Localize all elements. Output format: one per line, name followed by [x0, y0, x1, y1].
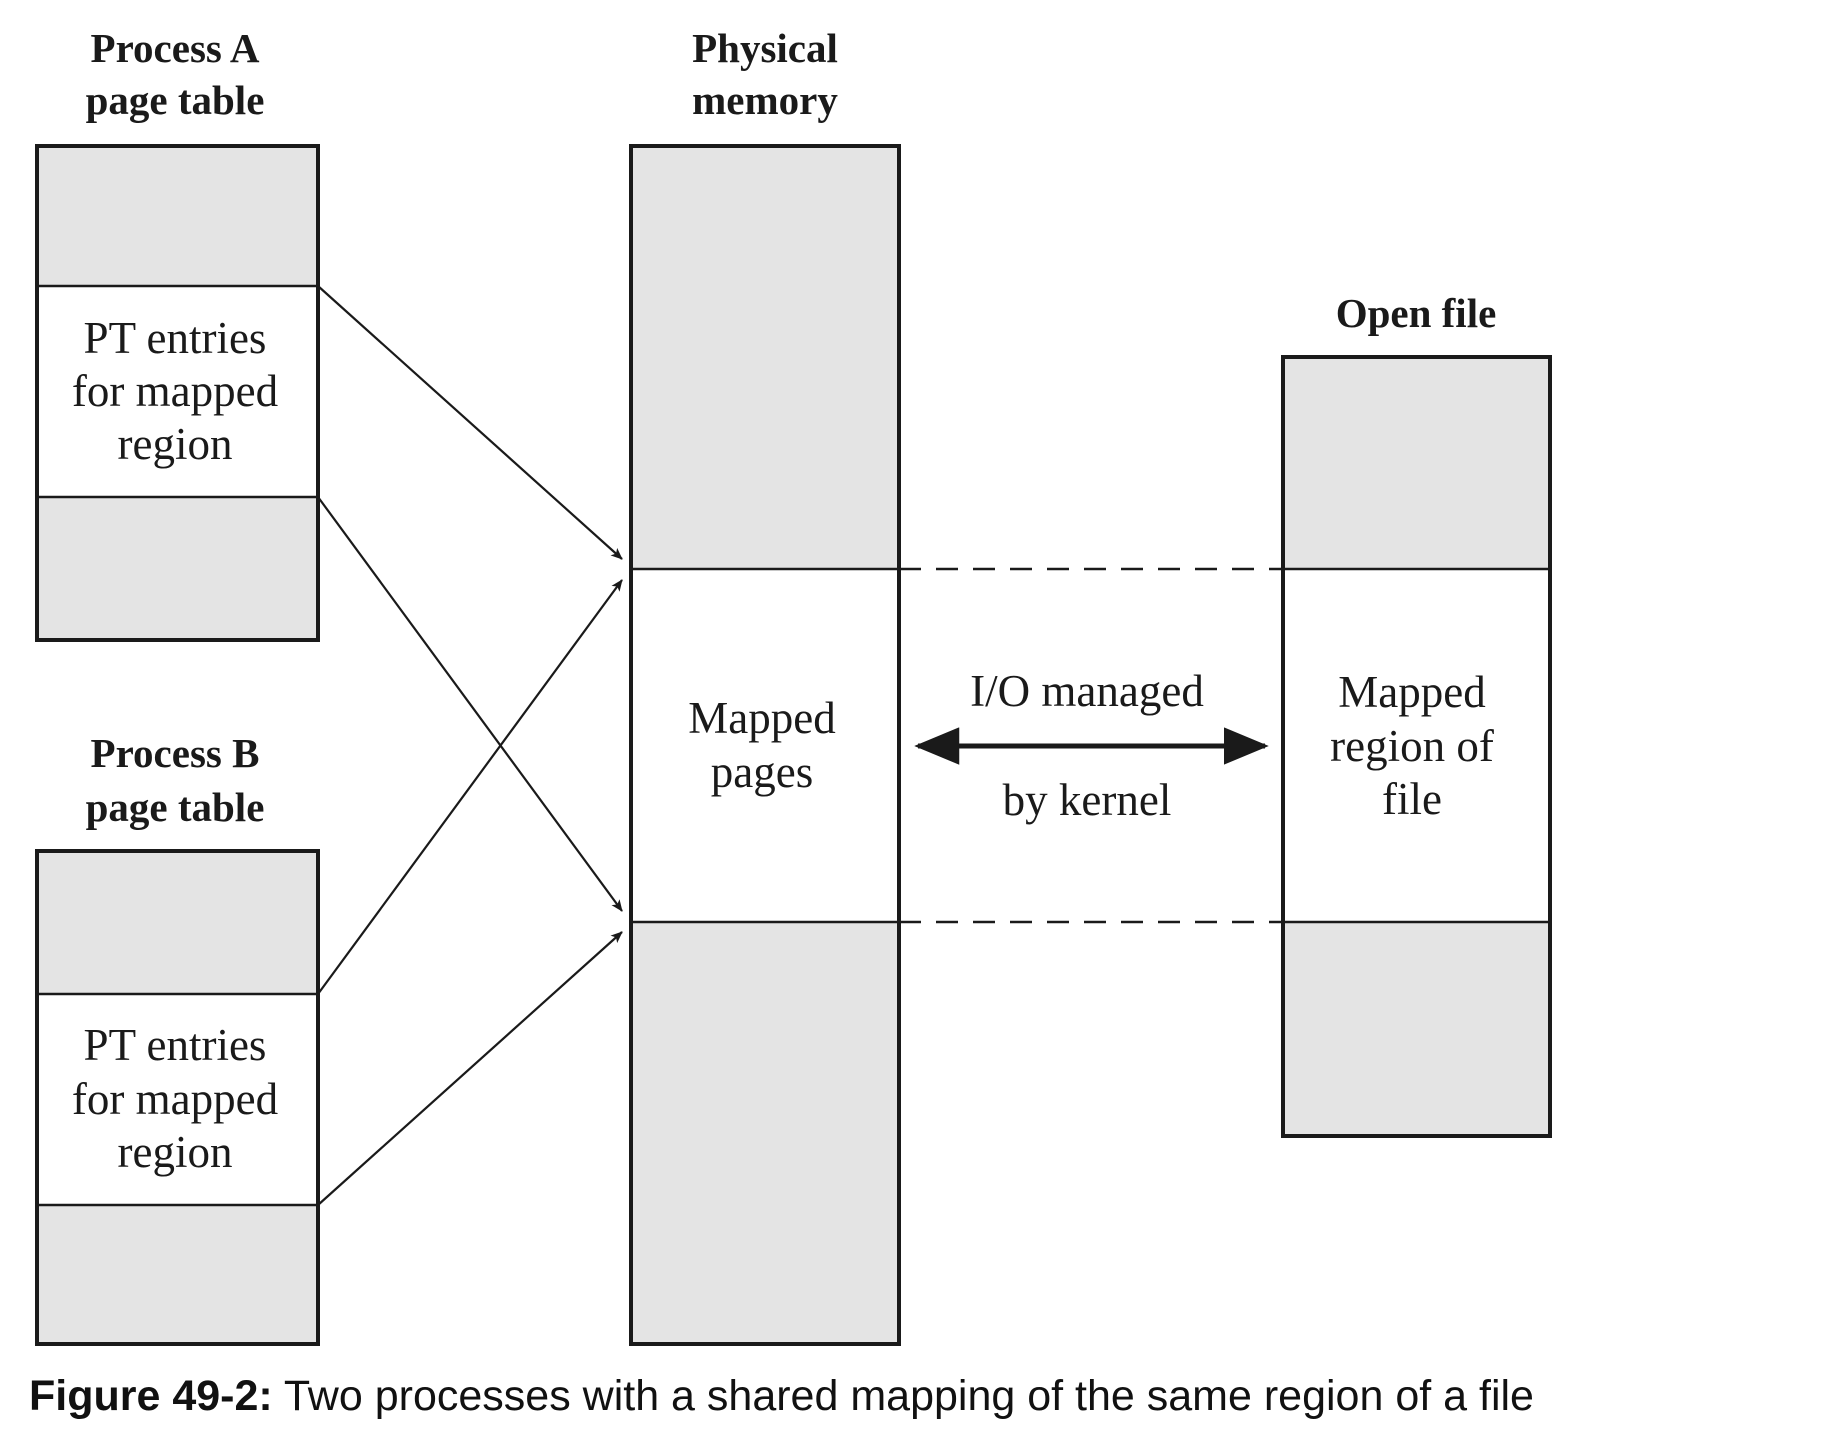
- process-b-heading-line1: Process B: [91, 730, 260, 776]
- arrow-process-a-bottom-to-memory: [317, 496, 623, 912]
- open-file-region-line3: file: [1382, 774, 1442, 824]
- process-b-lower-entries: [37, 1205, 318, 1344]
- physical-memory-outline: [629, 144, 901, 1346]
- physical-memory-heading-line1: Physical: [692, 25, 838, 71]
- physical-memory-mapped-pages: [631, 569, 899, 922]
- open-file-lower: [1283, 922, 1550, 1136]
- physical-memory-heading-line2: memory: [692, 77, 838, 123]
- process-b-outline: [35, 849, 320, 1346]
- process-b-region-line1: PT entries: [84, 1020, 267, 1070]
- process-a-outline: [35, 144, 320, 642]
- physical-memory: Physical memory Mapped pages: [629, 25, 901, 1346]
- open-file-region-line1: Mapped: [1338, 667, 1485, 717]
- io-label-line1: I/O managed: [970, 666, 1204, 716]
- open-file-heading: Open file: [1336, 290, 1497, 336]
- open-file-region-line2: region of: [1330, 721, 1494, 771]
- process-b-region-line3: region: [118, 1127, 233, 1177]
- open-file-outline: [1281, 355, 1552, 1138]
- figure-caption-label: Figure 49-2:: [29, 1372, 273, 1420]
- open-file-mapped-region: [1283, 569, 1550, 922]
- physical-memory-lower: [631, 922, 899, 1344]
- open-file-upper: [1283, 357, 1550, 569]
- io-label-line2: by kernel: [1003, 775, 1172, 825]
- process-b-page-table: Process B page table PT entries for mapp…: [35, 730, 320, 1346]
- process-a-heading-line2: page table: [86, 77, 265, 123]
- process-a-heading-line1: Process A: [91, 25, 260, 71]
- arrow-process-b-bottom-to-memory: [317, 931, 623, 1206]
- figure-caption: Figure 49-2: Two processes with a shared…: [29, 1372, 1534, 1421]
- process-b-region-line2: for mapped: [72, 1074, 278, 1124]
- process-a-mapped-entries: [37, 286, 318, 497]
- figure-caption-text: Two processes with a shared mapping of t…: [272, 1372, 1534, 1420]
- process-a-lower-entries: [37, 497, 318, 640]
- process-b-mapped-entries: [37, 994, 318, 1205]
- process-a-region-line3: region: [118, 419, 233, 469]
- arrow-process-b-top-to-memory: [317, 579, 623, 995]
- process-a-upper-entries: [37, 146, 318, 286]
- io-link: I/O managed by kernel: [914, 666, 1269, 825]
- process-a-region-line1: PT entries: [84, 313, 267, 363]
- physical-memory-upper: [631, 146, 899, 569]
- process-a-region-line2: for mapped: [72, 366, 278, 416]
- physical-memory-region-line2: pages: [711, 747, 813, 797]
- arrow-process-a-top-to-memory: [317, 285, 623, 560]
- physical-memory-region-line1: Mapped: [688, 693, 835, 743]
- process-a-page-table: Process A page table PT entries for mapp…: [35, 25, 320, 642]
- process-b-upper-entries: [37, 851, 318, 994]
- open-file: Open file Mapped region of file: [1281, 290, 1552, 1138]
- process-b-heading-line2: page table: [86, 784, 265, 830]
